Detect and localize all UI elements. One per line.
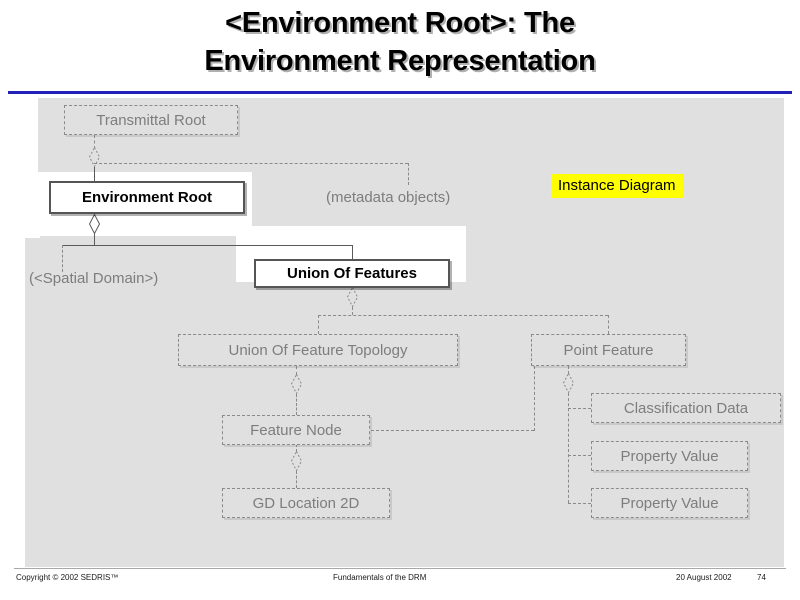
connector-feature-node-to-point-feature-horizontal xyxy=(371,430,534,431)
footer-divider xyxy=(14,568,786,569)
badge-instance-diagram: Instance Diagram xyxy=(551,174,683,198)
aggregation-diamond-point-feature xyxy=(563,373,574,393)
connector-to-spatial-domain xyxy=(62,245,63,272)
connector-to-classification-data xyxy=(568,408,591,409)
node-union-of-features-label: Union Of Features xyxy=(286,265,417,282)
connector-transmittal-to-env-vertical xyxy=(94,135,95,149)
node-property-value-1[interactable]: Property Value xyxy=(591,441,748,471)
connector-env-root-split xyxy=(62,245,352,246)
connector-metadata-horizontal xyxy=(94,163,408,164)
panel-notch-left-upper xyxy=(0,172,40,238)
node-transmittal-root[interactable]: Transmittal Root xyxy=(64,105,238,135)
connector-topology-down xyxy=(296,366,297,375)
connector-metadata-vertical xyxy=(408,163,409,185)
connector-point-feature-down xyxy=(568,366,569,374)
node-gd-location-2d-label: GD Location 2D xyxy=(252,494,360,512)
node-union-of-feature-topology-label: Union Of Feature Topology xyxy=(228,341,408,359)
node-feature-node[interactable]: Feature Node xyxy=(222,415,370,445)
connector-diamond-to-feature-node xyxy=(296,394,297,415)
label-spatial-domain: (<Spatial Domain>) xyxy=(29,270,159,287)
node-point-feature-label: Point Feature xyxy=(563,341,654,359)
backdrop-panel-mid-right xyxy=(466,226,784,296)
connector-env-root-down xyxy=(94,234,95,245)
connector-diamond-to-gd-location xyxy=(296,471,297,488)
aggregation-diamond-union-of-features xyxy=(347,287,358,307)
connector-to-union-of-features xyxy=(352,245,353,260)
page-title: <Environment Root>: The Environment Repr… xyxy=(204,7,596,77)
connector-union-split xyxy=(318,315,608,316)
node-point-feature[interactable]: Point Feature xyxy=(531,334,686,366)
node-property-value-1-label: Property Value xyxy=(620,447,719,465)
connector-feature-node-to-point-feature-vertical xyxy=(534,366,535,431)
node-classification-data[interactable]: Classification Data xyxy=(591,393,781,423)
connector-point-feature-spine xyxy=(568,393,569,503)
node-union-of-features[interactable]: Union Of Features xyxy=(254,259,450,288)
label-metadata-objects: (metadata objects) xyxy=(326,189,451,206)
footer-page-number: 74 xyxy=(757,573,766,582)
connector-to-property-value-2 xyxy=(568,503,591,504)
node-transmittal-root-label: Transmittal Root xyxy=(96,111,206,129)
aggregation-diamond-feature-node xyxy=(291,451,302,471)
connector-union-to-topology xyxy=(318,315,319,334)
node-feature-node-label: Feature Node xyxy=(250,421,342,439)
node-property-value-2-label: Property Value xyxy=(620,494,719,512)
node-environment-root-label: Environment Root xyxy=(82,189,212,206)
node-union-of-feature-topology[interactable]: Union Of Feature Topology xyxy=(178,334,458,366)
title-divider xyxy=(8,91,792,94)
aggregation-diamond-environment-root xyxy=(89,214,100,234)
node-gd-location-2d[interactable]: GD Location 2D xyxy=(222,488,390,518)
connector-union-to-point-feature xyxy=(608,315,609,334)
connector-to-property-value-1 xyxy=(568,455,591,456)
connector-union-down xyxy=(352,307,353,315)
footer-center-title: Fundamentals of the DRM xyxy=(333,573,427,582)
connector-diamond-to-env-root xyxy=(94,167,95,181)
node-classification-data-label: Classification Data xyxy=(623,399,749,417)
aggregation-diamond-transmittal xyxy=(89,147,100,167)
node-environment-root[interactable]: Environment Root xyxy=(49,181,245,214)
aggregation-diamond-topology xyxy=(291,374,302,394)
connector-feature-node-down xyxy=(296,444,297,452)
node-property-value-2[interactable]: Property Value xyxy=(591,488,748,518)
footer-copyright: Copyright © 2002 SEDRIS™ xyxy=(16,573,119,582)
footer-date: 20 August 2002 xyxy=(676,573,732,582)
